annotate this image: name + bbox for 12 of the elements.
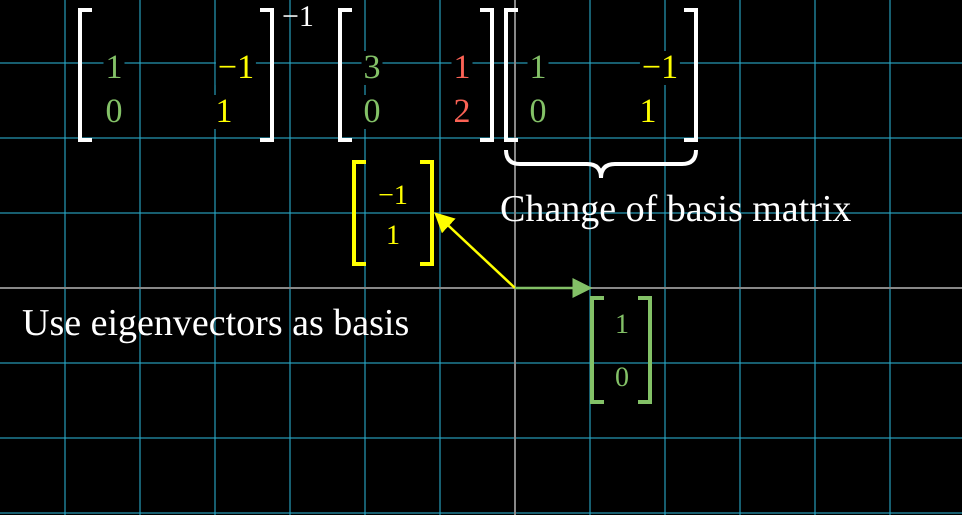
inverse-exponent: −1 — [282, 2, 314, 32]
vector-arrow — [434, 212, 516, 289]
brace-label: Change of basis matrix — [500, 190, 852, 228]
column-vector — [352, 160, 434, 266]
caption-text: Use eigenvectors as basis — [22, 304, 410, 342]
matrix-entry: 0 — [362, 95, 382, 129]
matrix-entry: −1 — [640, 51, 680, 85]
matrix — [504, 8, 698, 142]
matrix — [78, 8, 274, 142]
matrix-entry: 3 — [362, 51, 382, 85]
matrix — [338, 8, 494, 142]
vector-arrow — [515, 278, 592, 298]
